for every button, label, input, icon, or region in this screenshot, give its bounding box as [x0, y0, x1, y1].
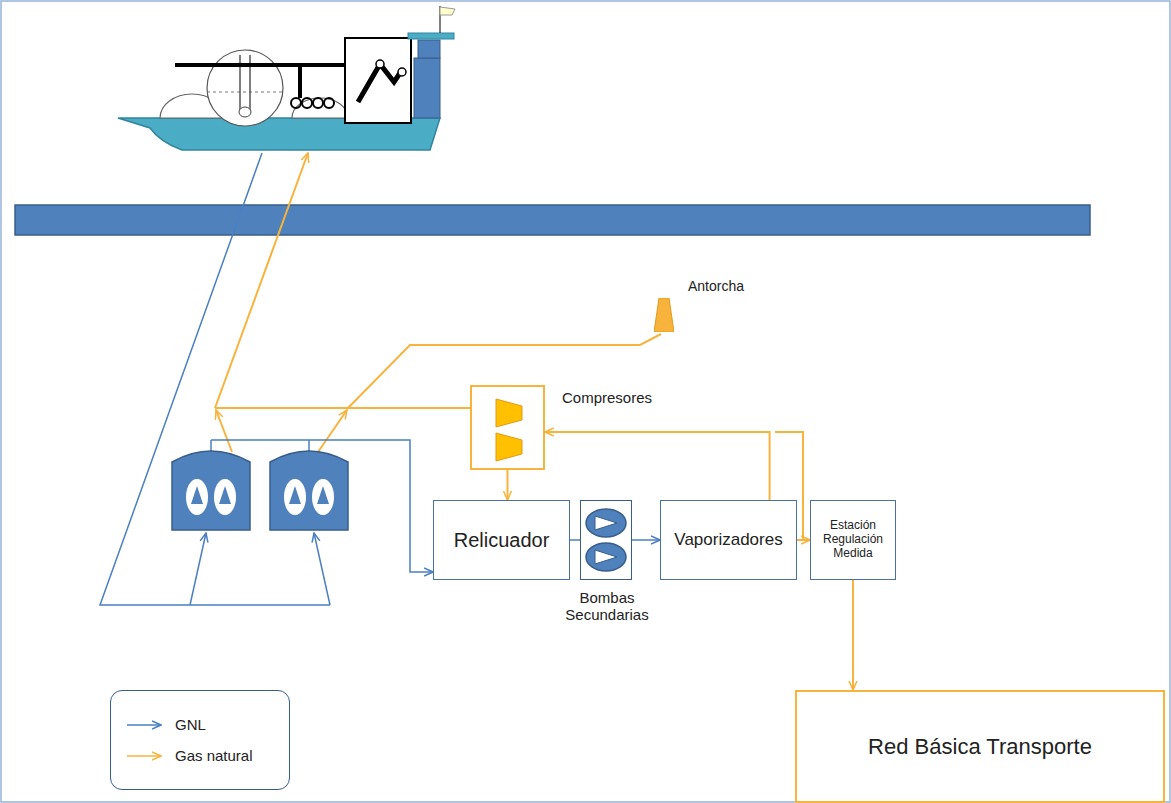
tank-pump: [239, 107, 251, 117]
tank-fill-line: [190, 533, 206, 605]
compressor-node: Compresores: [470, 385, 545, 470]
lng-lines: [100, 153, 433, 605]
tank-pump-well: [312, 479, 334, 515]
legend-sample: [125, 749, 165, 763]
legend-row: GNL: [125, 716, 289, 733]
process-box: Relicuador: [433, 500, 570, 580]
loading-arm: [358, 64, 402, 102]
node-label: Vaporizadores: [674, 530, 782, 550]
flare-stack: [654, 298, 674, 332]
manifold: [302, 98, 312, 108]
pump-impeller: [595, 516, 617, 530]
lng-tank: [270, 451, 348, 530]
node-label: Compresores: [562, 389, 633, 406]
flare-node: Antorcha: [654, 298, 674, 332]
bridge: [418, 40, 440, 58]
tank-pump: [289, 486, 301, 504]
lng-tank: [172, 451, 250, 530]
pump-symbol: [586, 509, 626, 537]
pumps-symbol: [581, 501, 631, 579]
flow-connector: [852, 580, 854, 690]
deck-pipe: [298, 65, 302, 98]
tank-pump-well: [284, 479, 306, 515]
loading-arm-box: [345, 38, 411, 123]
flare-symbol: [654, 298, 674, 332]
tank-pump: [191, 486, 203, 504]
manifold: [291, 98, 301, 108]
unloading-line: [100, 153, 330, 605]
legend-box: GNL Gas natural: [110, 690, 290, 790]
tank-fill-line: [314, 533, 330, 605]
compressor-symbol: [496, 399, 522, 427]
node-label: Antorcha: [688, 278, 708, 294]
gas-lines: [215, 153, 803, 540]
flow-connector: [507, 470, 509, 500]
arm-joint: [376, 60, 384, 68]
pump-impeller: [595, 550, 617, 564]
node-label: Bombas Secundarias: [559, 589, 655, 624]
legend-arrow: [127, 755, 161, 757]
vapour-return-line: [215, 153, 308, 408]
boil-off-line: [318, 410, 347, 452]
lng-ship: [118, 6, 455, 150]
tank-level: [207, 92, 283, 93]
manifold: [324, 98, 334, 108]
tank-outlet: [210, 440, 212, 452]
boil-off-line: [216, 410, 232, 452]
manifold: [313, 98, 323, 108]
legend-label: GNL: [175, 716, 206, 733]
tank-pump-well: [186, 479, 208, 515]
arm-joint: [398, 68, 406, 76]
node-label: Red Básica Transporte: [868, 734, 1092, 759]
process-box: Estación Regulación Medida: [810, 500, 896, 580]
legend-label: Gas natural: [175, 747, 253, 764]
grid-box: Red Básica Transporte: [795, 690, 1165, 803]
flow-connector: [632, 539, 660, 541]
legend-sample: [125, 718, 165, 732]
node-label: Estación Regulación Medida: [818, 519, 888, 560]
ship-tank: [207, 50, 283, 126]
superstructure: [414, 58, 440, 118]
tank-body: [270, 451, 348, 530]
flag: [440, 7, 455, 15]
comp-symbol: [472, 387, 543, 468]
pump-symbol: [586, 543, 626, 571]
tank-outlet: [308, 440, 310, 452]
deck-pipe: [175, 63, 345, 67]
node-label: Relicuador: [454, 529, 550, 552]
flow-connector: [570, 539, 580, 541]
ship-dome: [292, 98, 348, 118]
pier-band: [15, 205, 1090, 235]
tank-pump-well: [214, 479, 236, 515]
flow-connector: [545, 432, 770, 500]
legend-arrow: [127, 724, 161, 726]
pump-node: Bombas Secundarias: [580, 500, 632, 580]
gas-header: [215, 407, 470, 409]
flow-connector: [797, 539, 810, 541]
compressor-symbol: [496, 433, 522, 461]
bridge-roof: [408, 33, 454, 39]
tank-body: [172, 451, 250, 530]
process-box: Vaporizadores: [660, 500, 797, 580]
legend-row: Gas natural: [125, 747, 289, 764]
tank-pump: [317, 486, 329, 504]
tank-pump: [219, 486, 231, 504]
